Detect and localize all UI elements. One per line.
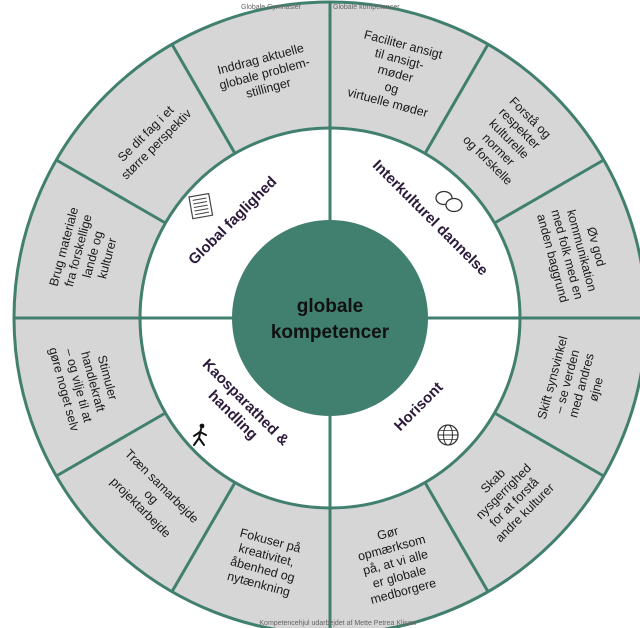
credit-top-left: Globale Gymnasier <box>241 4 302 11</box>
segment-divider <box>423 481 490 593</box>
segment-divider <box>170 43 237 155</box>
segment-divider <box>55 411 167 478</box>
walking-person-icon <box>193 423 207 446</box>
segment-divider <box>55 158 167 225</box>
globe-icon <box>437 424 459 446</box>
segment-divider <box>493 411 605 478</box>
center-subtitle: kompetencer <box>271 322 390 343</box>
segment-divider <box>170 481 237 593</box>
segment-divider <box>493 158 605 225</box>
center-title: globale <box>297 296 364 317</box>
segment-text: Brug materialefra forskelligelande ogkul… <box>47 206 125 300</box>
speech-bubbles-icon <box>435 190 463 213</box>
center-circle <box>232 220 428 416</box>
credit-bottom: Kompetencehjul udarbejdet af Mette Petre… <box>259 620 417 627</box>
segment-divider <box>423 43 490 155</box>
credit-top-right: Globale kompetencer <box>333 4 400 11</box>
document-icon <box>188 192 214 220</box>
segment-text: Stimulerhandlekraft– og vilje til atgøre… <box>46 334 125 433</box>
